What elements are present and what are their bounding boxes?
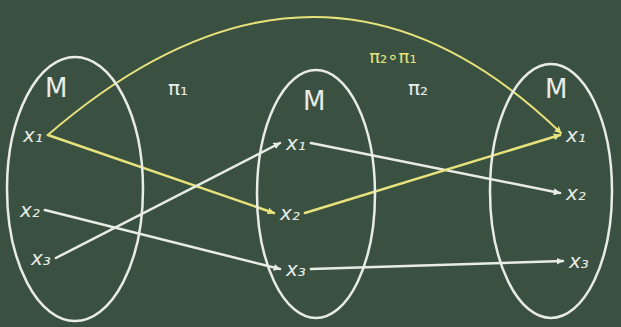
set-ellipse: Mx₁ x₂ x₃ bbox=[488, 62, 614, 320]
set-element: x₃ bbox=[28, 245, 54, 271]
element-name: x₂ bbox=[566, 181, 586, 205]
set-name: M bbox=[303, 86, 325, 116]
set-element: x₂ bbox=[17, 197, 43, 223]
element-name: x₁ bbox=[566, 123, 586, 147]
ellipse-line bbox=[257, 70, 375, 318]
element-name: x₃ bbox=[569, 249, 589, 273]
set-element: x₃ bbox=[566, 248, 592, 274]
map-arrow bbox=[311, 143, 560, 193]
map-arrow bbox=[311, 261, 563, 269]
set-element: x₁ bbox=[20, 122, 46, 148]
set-element: x₂ bbox=[277, 200, 303, 226]
set-element: x₁ bbox=[283, 130, 309, 156]
set-name: M bbox=[545, 74, 567, 104]
element-name: x₂ bbox=[20, 198, 40, 222]
set-element: x₃ bbox=[283, 256, 309, 282]
map-name: π₁ bbox=[165, 76, 191, 100]
element-name: x₂ bbox=[280, 201, 300, 225]
set-element: x₁ bbox=[563, 122, 589, 148]
map-arrow bbox=[45, 210, 280, 269]
edge-label: π₂∘π₁ bbox=[366, 45, 419, 69]
map-arrow bbox=[48, 135, 274, 213]
map-arrow bbox=[305, 135, 560, 213]
map-name: π₂ bbox=[405, 76, 431, 100]
element-name: x₃ bbox=[31, 246, 51, 270]
ellipse-outline bbox=[5, 55, 145, 323]
composition-arc bbox=[48, 17, 561, 135]
set-name: M bbox=[45, 73, 67, 103]
ellipse-line bbox=[490, 64, 612, 318]
set-ellipse: Mx₁ x₂ x₃ bbox=[255, 68, 377, 320]
set-element: x₂ bbox=[563, 180, 589, 206]
element-name: x₁ bbox=[286, 131, 306, 155]
set-ellipse: Mx₁ x₂ x₃ bbox=[5, 55, 145, 323]
element-name: x₃ bbox=[286, 257, 306, 281]
element-name: x₁ bbox=[23, 123, 43, 147]
ellipse-line bbox=[7, 57, 143, 321]
map-arrow bbox=[56, 143, 280, 258]
